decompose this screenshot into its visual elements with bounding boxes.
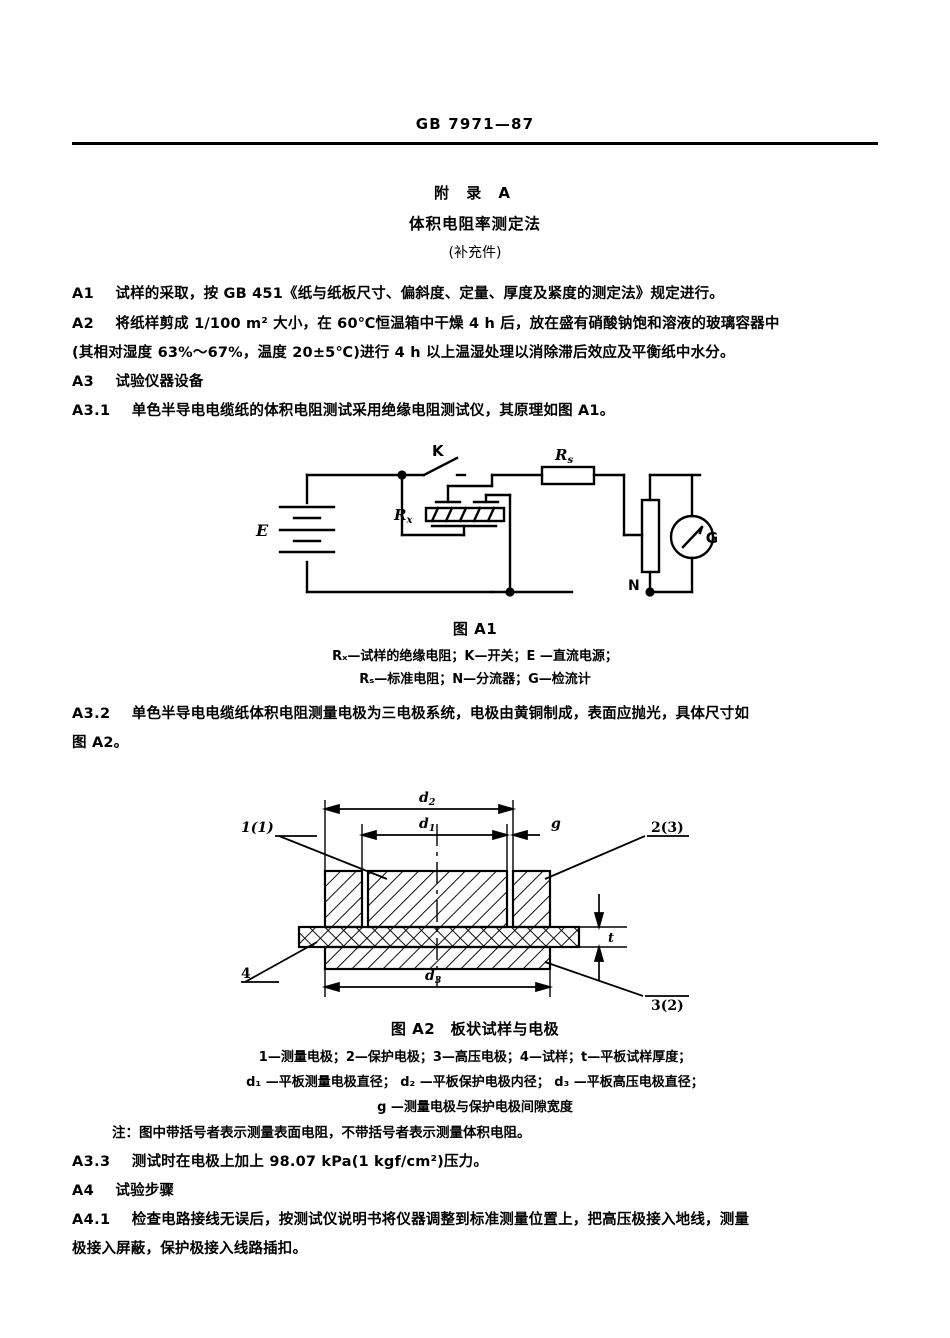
section-a3-1-text: 单色半导电电缆纸的体积电阻测试采用绝缘电阻测试仪，其原理如图 A1。 [131, 403, 615, 419]
section-a4-1-cont: 极接入屏蔽，保护极接入线路插扣。 [72, 1235, 878, 1264]
section-a3-text: 试验仪器设备 [115, 374, 204, 390]
figure-a1-legend-line1: Rₓ—试样的绝缘电阻；K—开关；E —直流电源； [332, 649, 618, 664]
label-item-1: 1(1) [241, 820, 274, 836]
label-switch-k: K [432, 442, 445, 460]
section-a3-2: A3.2 单色半导电电缆纸体积电阻测量电极为三电极系统，电极由黄铜制成，表面应抛… [72, 700, 878, 729]
section-a3-3-text: 测试时在电极上加上 98.07 kPa(1 kgf/cm²)压力。 [131, 1154, 489, 1170]
label-thickness-t: t [608, 931, 614, 946]
section-a2-cont: (其相对湿度 63%～67%，温度 20±5℃)进行 4 h 以上温湿处理以消除… [72, 339, 878, 368]
figure-a2-legend-line2: d₁ —平板测量电极直径； d₂ —平板保护电极内径； d₃ —平板高压电极直径… [246, 1075, 704, 1090]
section-a3: A3 试验仪器设备 [72, 368, 878, 397]
label-galvanometer-g: G [706, 529, 718, 547]
label-item-3: 3(2) [651, 998, 684, 1014]
electrode-assembly-svg: d2 d1 g d3 t 1(1) 2(3) 4 3(2) [241, 790, 689, 1014]
label-item-2: 2(3) [651, 820, 684, 836]
section-a4-text: 试验步骤 [115, 1183, 175, 1199]
section-a1: A1 试样的采取，按 GB 451《纸与纸板尺寸、偏斜度、定量、厚度及紧度的测定… [72, 280, 878, 309]
section-a3-3-number: A3.3 [72, 1154, 111, 1170]
figure-a2-legend-line1: 1—测量电极；2—保护电极；3—高压电极；4—试样；t—平板试样厚度； [258, 1050, 692, 1065]
figure-a2-electrode-diagram: d2 d1 g d3 t 1(1) 2(3) 4 3(2) [227, 782, 737, 1017]
page-subtitle: (补充件) [448, 245, 502, 261]
page-title: 体积电阻率测定法 [408, 215, 541, 233]
section-a4-1-line1: 检查电路接线无误后，按测试仪说明书将仪器调整到标准测量位置上，把高压极接入地线，… [131, 1212, 750, 1228]
section-a3-2-line2: 图 A2。 [72, 735, 129, 751]
page-content: GB 7971—87 附 录 A 体积电阻率测定法 (补充件) A1 试样的采取… [72, 0, 878, 1338]
section-a2: A2 将纸样剪成 1/100 m² 大小，在 60℃恒温箱中干燥 4 h 后，放… [72, 310, 878, 339]
label-standard-resistor-rs: Rs [554, 446, 573, 466]
section-a3-number: A3 [72, 374, 95, 390]
figure-a2-note: 注：图中带括号者表示测量表面电阻，不带括号者表示测量体积电阻。 [112, 1125, 531, 1141]
label-dim-d1: d1 [419, 816, 435, 834]
section-a4-1-line2: 极接入屏蔽，保护极接入线路插扣。 [72, 1241, 308, 1257]
label-dim-d3: d3 [425, 968, 442, 986]
section-a4: A4 试验步骤 [72, 1177, 878, 1206]
section-a3-2-cont: 图 A2。 [72, 729, 878, 758]
figure-a2-legend-line3: g —测量电极与保护电极间隙宽度 [377, 1100, 573, 1115]
header-divider-rule [72, 142, 878, 145]
section-a4-1: A4.1 检查电路接线无误后，按测试仪说明书将仪器调整到标准测量位置上，把高压极… [72, 1206, 878, 1235]
figure-a2-title: 图 A2 板状试样与电极 [390, 1020, 560, 1038]
section-a2-number: A2 [72, 316, 95, 332]
section-a1-number: A1 [72, 286, 95, 302]
section-a3-3: A3.3 测试时在电极上加上 98.07 kPa(1 kgf/cm²)压力。 [72, 1148, 878, 1177]
label-sample-resistor-rx: Rx [393, 506, 413, 526]
figure-a1-legend-line2: Rₛ—标准电阻；N—分流器；G—检流计 [359, 672, 591, 687]
section-a3-2-number: A3.2 [72, 706, 111, 722]
section-a3-1-number: A3.1 [72, 403, 111, 419]
label-shunt-n: N [628, 578, 640, 594]
circuit-junction-dots [397, 470, 655, 597]
label-source-e: E [255, 521, 269, 540]
section-a1-text: 试样的采取，按 GB 451《纸与纸板尺寸、偏斜度、定量、厚度及紧度的测定法》规… [115, 286, 724, 302]
section-a4-1-number: A4.1 [72, 1212, 111, 1228]
standard-number-header: GB 7971—87 [415, 115, 535, 133]
label-dim-d2: d2 [419, 790, 436, 808]
section-a3-1: A3.1 单色半导电电缆纸的体积电阻测试采用绝缘电阻测试仪，其原理如图 A1。 [72, 397, 878, 426]
label-item-4: 4 [241, 966, 251, 982]
section-a2-line2: (其相对湿度 63%～67%，温度 20±5℃)进行 4 h 以上温湿处理以消除… [72, 345, 735, 361]
appendix-heading: 附 录 A [433, 184, 517, 202]
circuit-schematic-svg: K Rs Rx E N G [255, 442, 718, 597]
figure-a1-title: 图 A1 [452, 620, 498, 638]
label-gap-g: g [551, 816, 561, 832]
section-a3-2-line1: 单色半导电电缆纸体积电阻测量电极为三电极系统，电极由黄铜制成，表面应抛光，具体尺… [131, 706, 750, 722]
section-a4-number: A4 [72, 1183, 95, 1199]
figure-a1-circuit-diagram: K Rs Rx E N G [252, 440, 722, 620]
section-a2-line1: 将纸样剪成 1/100 m² 大小，在 60℃恒温箱中干燥 4 h 后，放在盛有… [115, 316, 780, 332]
